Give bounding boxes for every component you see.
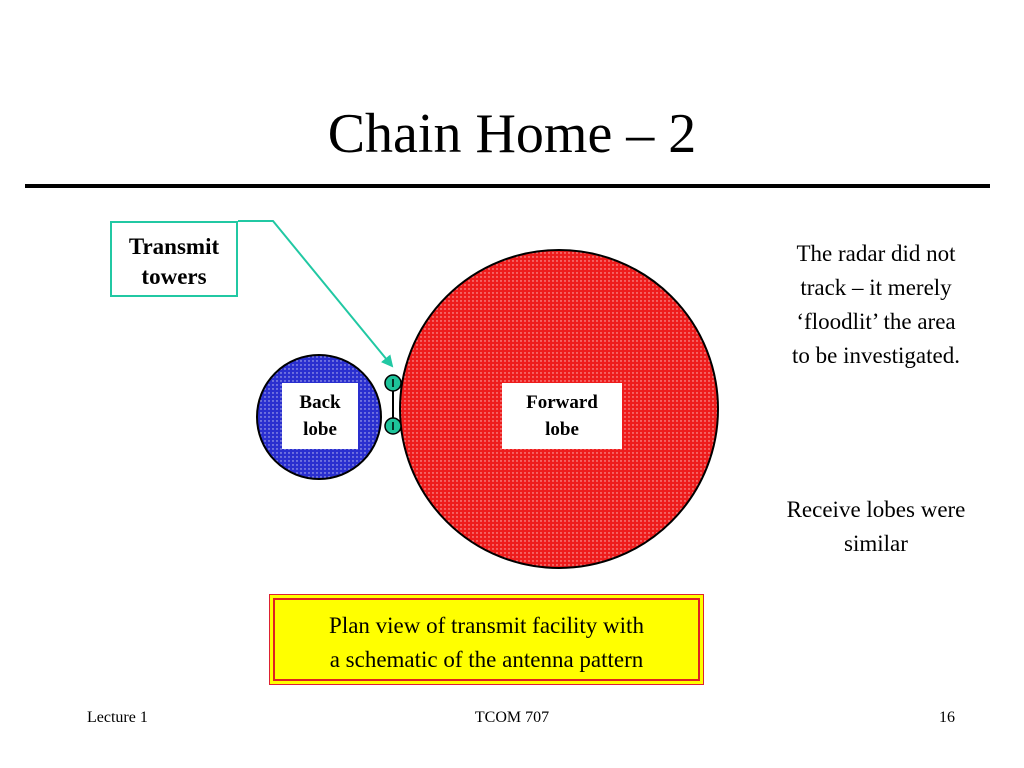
note-floodlit: The radar did not track – it merely ‘flo…	[792, 241, 960, 368]
footer-course: TCOM 707	[474, 709, 550, 726]
caption-inner: Plan view of transmit facility with a sc…	[273, 598, 700, 681]
transmit-towers-callout: Transmit towers	[110, 221, 238, 297]
callout-text-line2: towers	[141, 264, 207, 289]
back-lobe-label-line1: Back	[299, 392, 341, 413]
callout-arrow	[238, 220, 394, 368]
back-lobe-label: Back lobe	[282, 383, 358, 449]
forward-lobe-label-line1: Forward	[526, 392, 598, 413]
caption-box: Plan view of transmit facility with a sc…	[269, 594, 704, 685]
caption-line1: Plan view of transmit facility with	[329, 613, 644, 638]
back-lobe-label-line2: lobe	[303, 419, 337, 440]
footer-lecture: Lecture 1	[87, 709, 148, 726]
caption-line2: a schematic of the antenna pattern	[329, 647, 644, 672]
forward-lobe-label: Forward lobe	[502, 383, 622, 449]
title-divider	[25, 184, 990, 188]
slide-title: Chain Home – 2	[327, 103, 697, 165]
forward-lobe-label-line2: lobe	[545, 419, 579, 440]
note-receive-lobes: Receive lobes were similar	[786, 497, 966, 556]
footer-page-number: 16	[939, 709, 955, 726]
callout-text-line1: Transmit	[128, 234, 220, 259]
